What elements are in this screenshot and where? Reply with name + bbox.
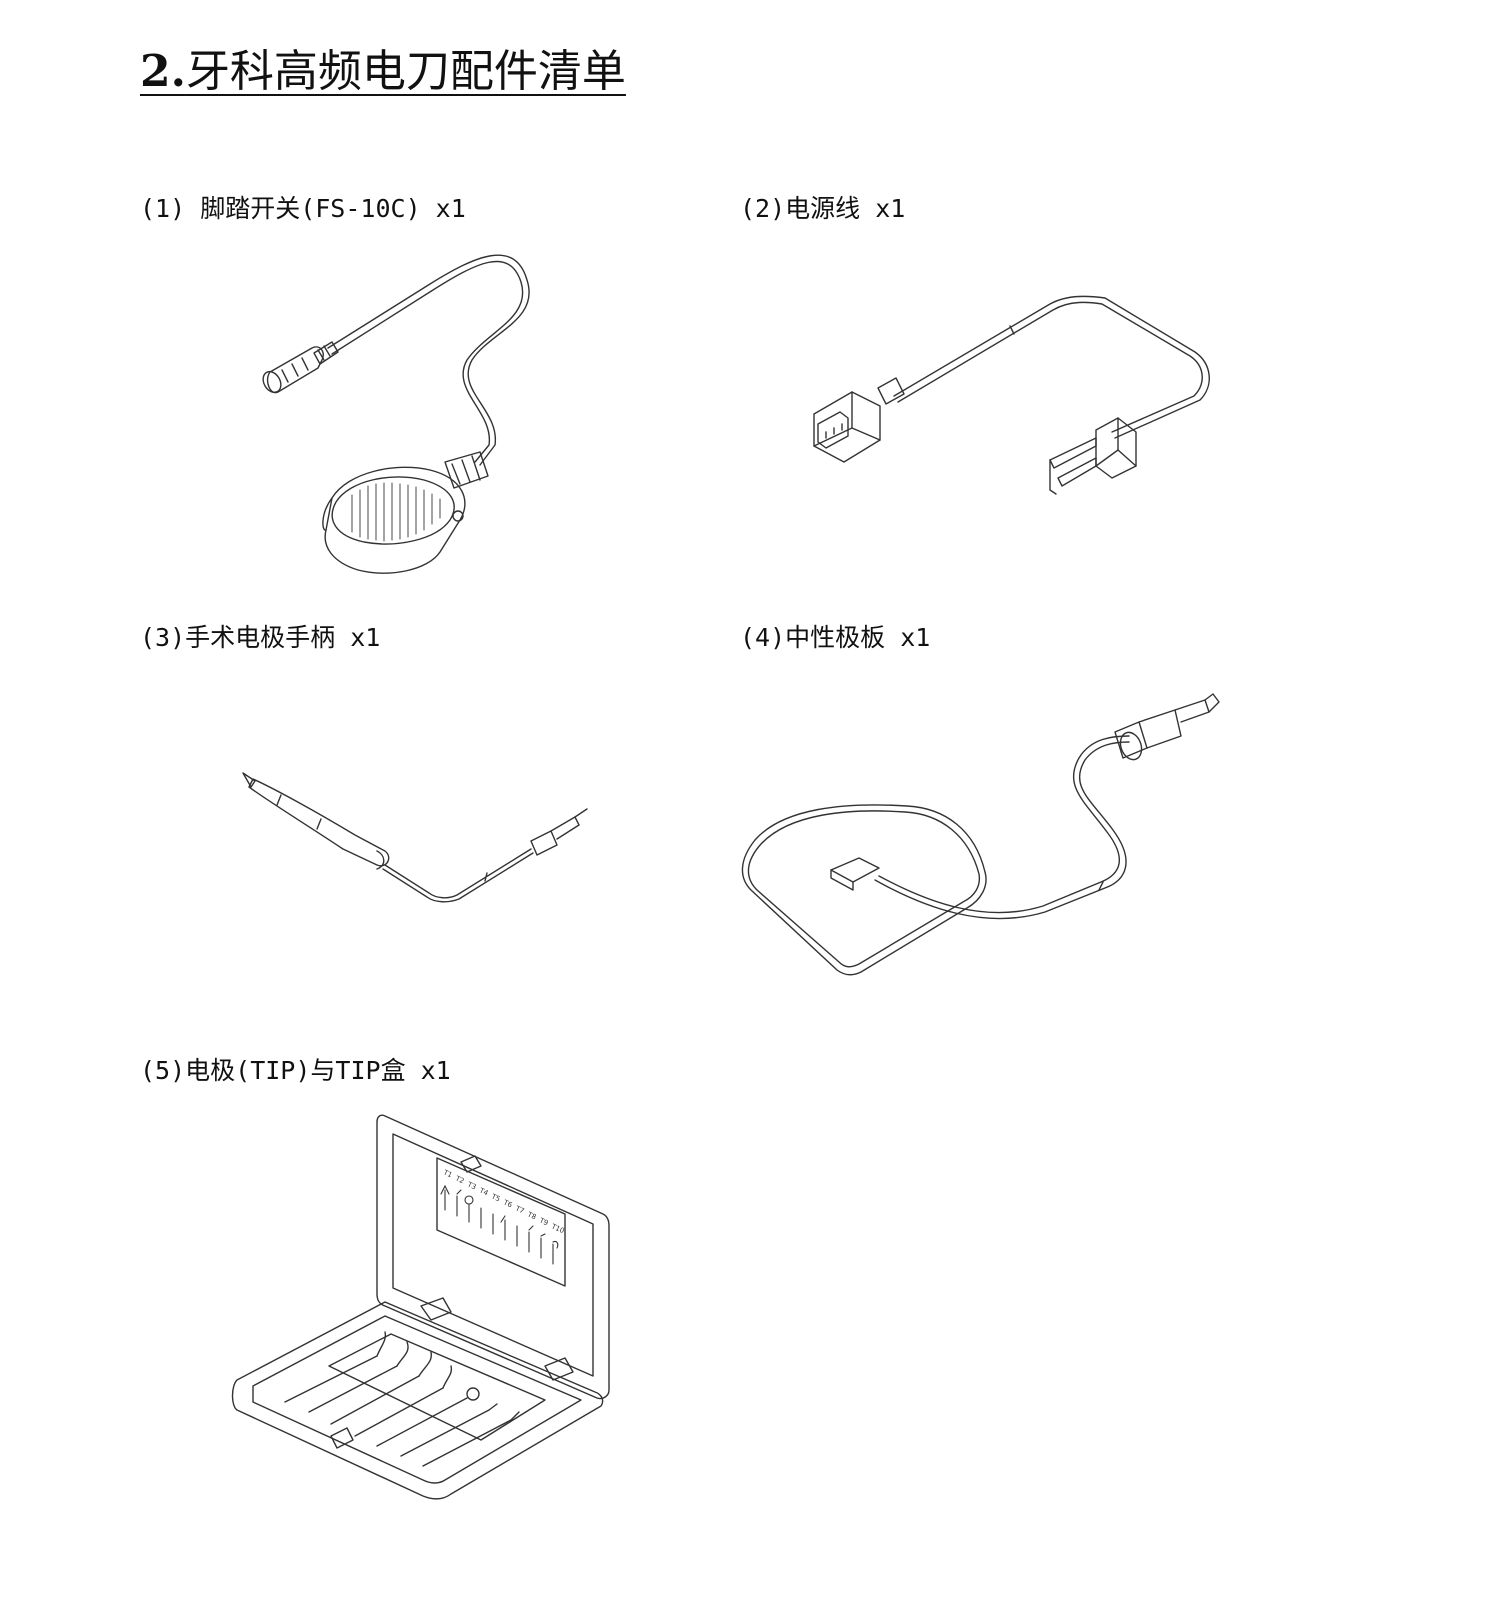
tip-label-t2: T2 bbox=[453, 1174, 465, 1185]
neutral-plate-drawing bbox=[735, 690, 1235, 980]
electrode-handpiece-drawing bbox=[235, 765, 595, 915]
tip-label-t1: T1 bbox=[441, 1168, 453, 1179]
tip-label-t7: T7 bbox=[513, 1204, 525, 1215]
tip-label-t5: T5 bbox=[489, 1192, 501, 1203]
foot-switch-drawing bbox=[240, 240, 560, 590]
power-cord-drawing bbox=[800, 290, 1230, 510]
tip-box-drawing: T1 T2 T3 T4 T5 T6 T7 T8 T9 T10 bbox=[225, 1110, 615, 1530]
tip-label-t10: T10 bbox=[549, 1222, 565, 1235]
item-label-electrode-handpiece: (3)手术电极手柄 x1 bbox=[140, 623, 381, 652]
page-title: 2.牙科高频电刀配件清单 bbox=[140, 46, 626, 98]
tip-label-t6: T6 bbox=[501, 1198, 514, 1209]
tip-label-t3: T3 bbox=[465, 1180, 477, 1191]
item-label-tip-box: (5)电极(TIP)与TIP盒 x1 bbox=[140, 1056, 451, 1085]
item-label-neutral-plate: (4)中性极板 x1 bbox=[740, 623, 931, 652]
item-label-foot-switch: (1) 脚踏开关(FS-10C) x1 bbox=[140, 194, 466, 223]
title-text: 牙科高频电刀配件清单 bbox=[185, 46, 626, 97]
item-label-power-cord: (2)电源线 x1 bbox=[740, 194, 906, 223]
tip-glyphs bbox=[441, 1186, 558, 1264]
title-number: 2. bbox=[140, 46, 186, 97]
tip-label-group: T1 T2 T3 T4 T5 T6 T7 T8 T9 T10 bbox=[441, 1168, 565, 1235]
tip-label-t9: T9 bbox=[537, 1216, 549, 1227]
tip-label-t8: T8 bbox=[525, 1210, 537, 1221]
tip-label-t4: T4 bbox=[477, 1186, 490, 1197]
